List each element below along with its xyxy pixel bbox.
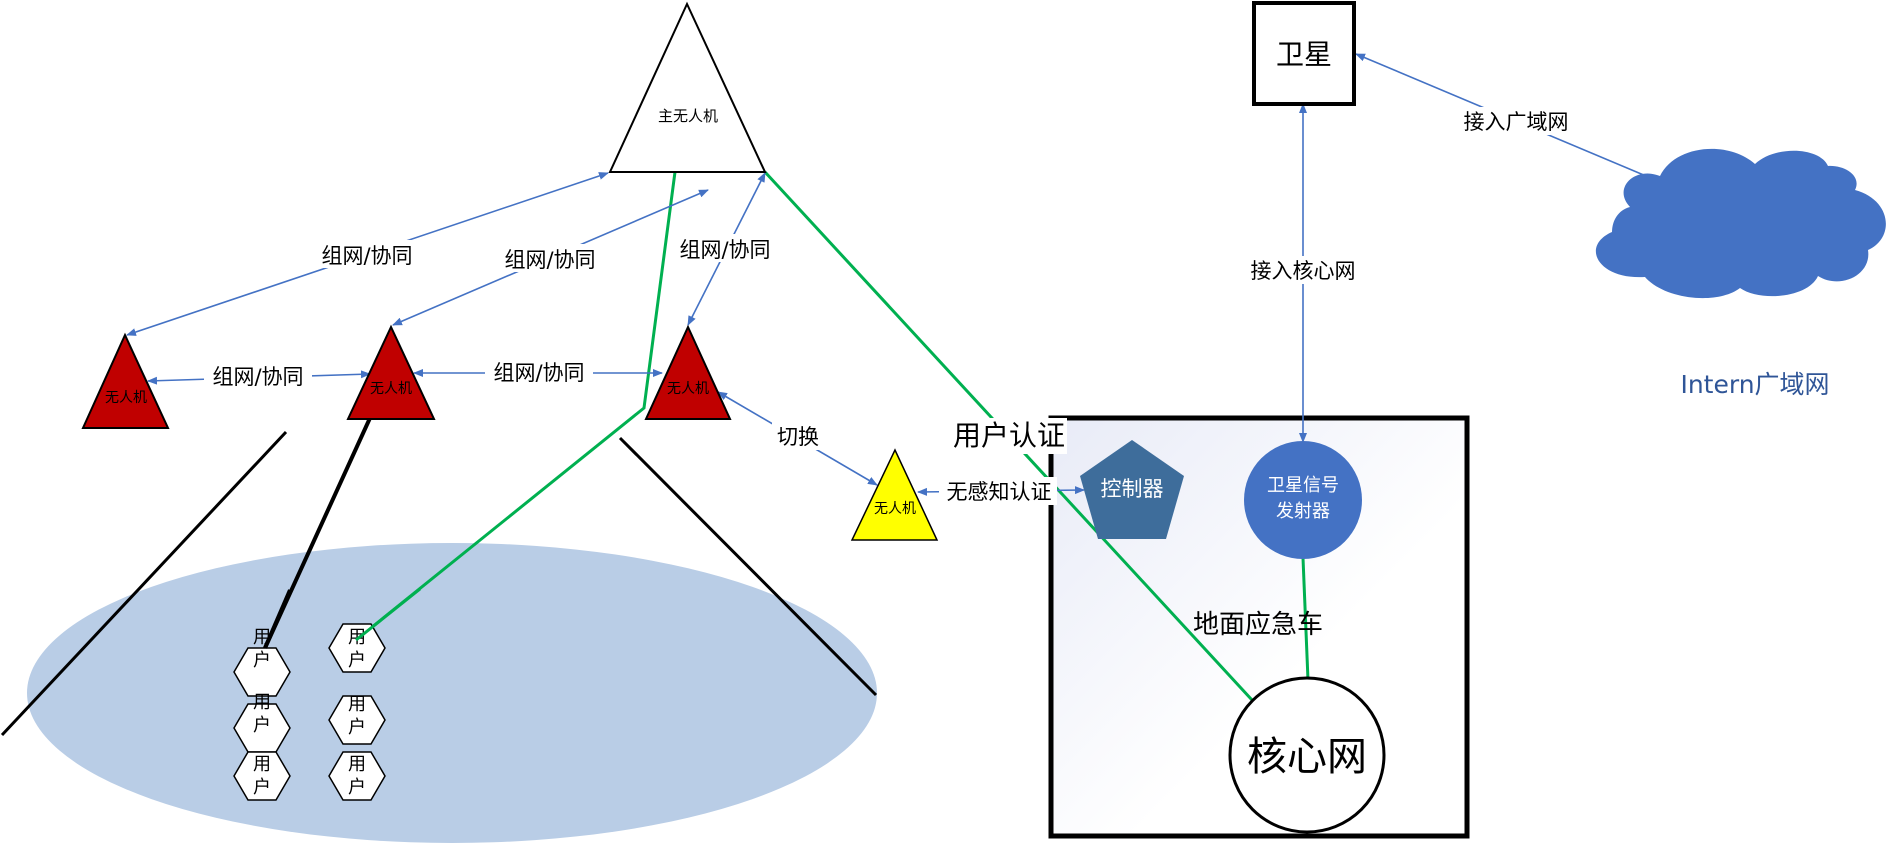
label-network-coop-5: 组网/协同 [485, 358, 593, 386]
user-node: 用 户 [328, 623, 386, 673]
core-network: 核心网 [1228, 676, 1386, 834]
svg-text:用户认证: 用户认证 [953, 419, 1065, 452]
user-node: 用 户 [233, 692, 291, 753]
svg-text:用: 用 [253, 754, 271, 775]
svg-text:无感知认证: 无感知认证 [947, 480, 1052, 504]
satellite-transmitter: 卫星信号 发射器 [1244, 441, 1362, 559]
svg-text:用: 用 [348, 754, 366, 775]
svg-text:无人机: 无人机 [667, 381, 709, 397]
svg-text:卫星: 卫星 [1276, 38, 1332, 71]
drone-to-user-link-end [263, 589, 292, 649]
drone-1: 无人机 [81, 332, 170, 429]
label-switch: 切换 [772, 422, 824, 450]
svg-text:用: 用 [253, 692, 271, 713]
svg-text:组网/协同: 组网/协同 [504, 248, 595, 272]
label-network-coop-4: 组网/协同 [204, 362, 312, 390]
label-user-auth: 用户认证 [947, 418, 1067, 454]
svg-text:切换: 切换 [777, 425, 819, 449]
svg-text:户: 户 [348, 717, 366, 738]
cloud-icon [1595, 148, 1886, 299]
auth-path-transmitter-to-core [1301, 557, 1310, 681]
label-network-coop-3: 组网/协同 [672, 234, 778, 262]
internet-label: Intern广域网 [1680, 370, 1829, 399]
svg-text:控制器: 控制器 [1101, 477, 1164, 501]
svg-text:组网/协同: 组网/协同 [493, 361, 584, 385]
svg-text:发射器: 发射器 [1276, 501, 1330, 522]
label-core-access: 接入核心网 [1243, 256, 1363, 284]
auth-path-user-end [355, 587, 421, 642]
label-network-coop-2: 组网/协同 [496, 244, 604, 272]
svg-text:主无人机: 主无人机 [658, 107, 718, 125]
svg-text:户: 户 [253, 650, 271, 671]
svg-text:组网/协同: 组网/协同 [212, 365, 303, 389]
coverage-line-left [0, 430, 288, 737]
svg-text:户: 户 [253, 777, 271, 798]
master-drone: 主无人机 [608, 1, 767, 173]
svg-text:卫星信号: 卫星信号 [1267, 475, 1339, 496]
svg-text:接入核心网: 接入核心网 [1251, 259, 1356, 283]
ground-vehicle-label: 地面应急车 [1193, 610, 1323, 640]
drone-switch-target: 无人机 [850, 448, 939, 541]
coverage-area [27, 543, 877, 843]
user-node: 用 户 [233, 751, 291, 801]
svg-text:户: 户 [348, 777, 366, 798]
svg-text:户: 户 [253, 715, 271, 736]
user-node: 用 户 [233, 627, 291, 697]
satellite: 卫星 [1252, 1, 1356, 106]
svg-text:组网/协同: 组网/协同 [321, 244, 412, 268]
drone-2: 无人机 [346, 324, 436, 420]
svg-text:用: 用 [348, 694, 366, 715]
svg-text:无人机: 无人机 [105, 390, 147, 406]
coverage-line-right [618, 436, 878, 697]
label-network-coop-1: 组网/协同 [313, 240, 421, 268]
svg-text:无人机: 无人机 [370, 381, 412, 397]
label-seamless-auth: 无感知认证 [939, 477, 1057, 505]
svg-text:户: 户 [348, 650, 366, 671]
controller: 控制器 [1080, 440, 1184, 539]
drone-3: 无人机 [644, 324, 732, 420]
svg-text:无人机: 无人机 [874, 501, 916, 517]
user-node: 用 户 [328, 751, 386, 801]
svg-text:接入广域网: 接入广域网 [1464, 110, 1569, 134]
user-node: 用 户 [328, 694, 386, 745]
svg-text:核心网: 核心网 [1247, 734, 1367, 780]
svg-text:组网/协同: 组网/协同 [679, 238, 770, 262]
label-wan-access: 接入广域网 [1456, 107, 1576, 135]
